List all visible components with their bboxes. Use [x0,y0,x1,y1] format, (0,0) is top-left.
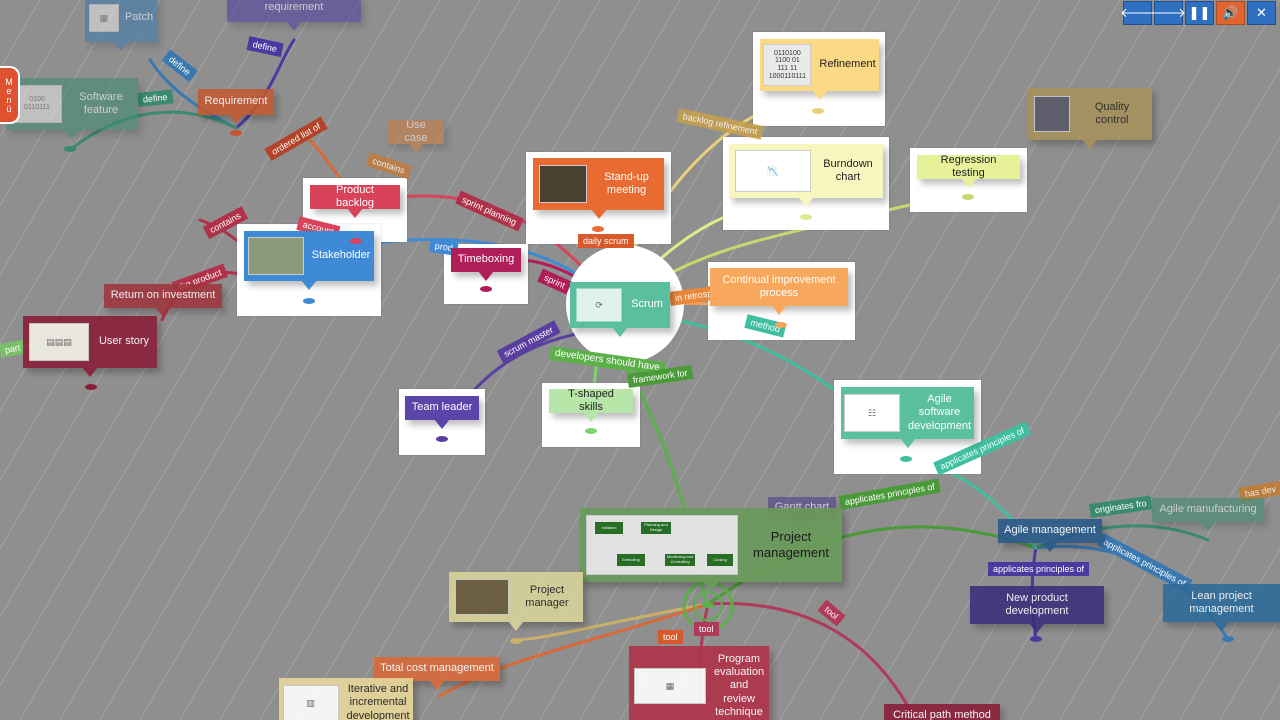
node-agile-manufacturing[interactable]: Agile manufacturing [1152,498,1264,531]
photo-icon [455,579,509,615]
edge-label: tool [658,630,683,644]
node-regression-testing[interactable]: Regression testing [917,154,1020,188]
floor-gridline [859,0,1280,720]
presentation-toolbar: 🡐 🡒 ❚❚ 🔊 ✕ [1120,1,1276,25]
process-diagram-thumbnail: Initiation Planning and Design Executing… [586,515,738,575]
binary-code-thumbnail: 0110100 1100 01 111 11 1000110111 [763,44,812,86]
table-thumbnail: ☷ [844,394,901,432]
anchor-pin [64,146,76,152]
diagram-box: Monitoring and Controlling [665,554,695,566]
node-team-leader[interactable]: Team leader [405,396,479,429]
edge-label: tool [694,622,719,636]
anchor-pin [702,602,714,608]
node-timeboxing[interactable]: Timeboxing [451,248,521,281]
anchor-pin [1030,636,1042,642]
binary-code-thumbnail: 0100 0110111 [12,85,62,123]
edge-label: applicates principles of [988,562,1090,576]
menu-label: Menü [4,77,14,113]
photo-icon [1034,96,1070,132]
node-return-on-investment[interactable]: Return on investment [104,284,222,317]
node-agile-management[interactable]: Agile management [998,519,1102,552]
close-icon: ✕ [1256,5,1267,20]
anchor-pin [800,214,812,220]
node-patch[interactable]: ▦ Patch [85,0,157,51]
arrow-left-icon: 🡐 [1120,5,1155,20]
floor-gridline [539,0,961,720]
node-continual-improvement[interactable]: Continual improvement process [710,268,848,315]
diagram-box: Initiation [595,522,623,534]
floor-gridline [579,0,1001,720]
floor-gridline [179,0,601,720]
scrum-diagram-thumbnail: ⟳ [576,288,622,322]
anchor-pin [350,238,362,244]
anchor-pin [775,322,787,328]
floor-gridline [1059,341,1280,720]
anchor-pin [962,194,974,200]
floor-gridline [819,0,1241,720]
edge-label: daily scrum [578,234,634,248]
node-iterative-development[interactable]: ▥ Iterative and incremental development [279,678,413,720]
node-scrum[interactable]: ⟳ Scrum [570,282,670,337]
anchor-pin [230,130,242,136]
floor-gridline [99,0,521,720]
node-use-case[interactable]: Use case [388,119,444,153]
diagram-box: Planning and Design [641,522,671,534]
node-requirement[interactable]: Requirement [198,89,274,124]
node-standup-meeting[interactable]: Stand-up meeting [533,158,664,219]
pause-button[interactable]: ❚❚ [1185,1,1214,25]
node-new-product-development[interactable]: New product development [970,586,1104,633]
story-board-thumbnail: ▤▤▤ [29,323,89,361]
node-lean-project-management[interactable]: Lean project management [1163,584,1280,631]
node-project-management[interactable]: Initiation Planning and Design Executing… [580,508,842,591]
arrow-right-icon: 🡒 [1151,5,1186,20]
node-burndown-chart[interactable]: 📉 Burndown chart [729,144,883,207]
anchor-pin [585,428,597,434]
anchor-pin [1222,636,1234,642]
node-product-backlog[interactable]: Product backlog [310,184,400,218]
anchor-pin [510,638,522,644]
diagram-box: Executing [617,554,645,566]
anchor-pin [812,108,824,114]
pause-icon: ❚❚ [1188,5,1211,20]
sound-button[interactable]: 🔊 [1216,1,1245,25]
floor-gridline [259,0,681,720]
floor-gridline [619,0,1041,720]
anchor-pin [900,456,912,462]
floor-gridline [139,0,561,720]
node-program-evaluation[interactable]: ▦ Program evaluation and review techniqu… [629,646,769,720]
photo-icon [539,165,587,203]
anchor-pin [592,226,604,232]
photo-icon [247,237,304,275]
node-quality-control[interactable]: Quality control [1028,88,1152,149]
photo-icon: ▦ [88,4,119,32]
node-software-feature[interactable]: 0100 0110111 Software feature [6,78,138,139]
node-stakeholder[interactable]: Stakeholder [244,231,374,290]
forward-button[interactable]: 🡒 [1151,1,1186,25]
anchor-pin [85,384,97,390]
menu-button[interactable]: Menü [0,66,20,124]
node-user-story[interactable]: ▤▤▤ User story [23,316,157,377]
floor-gridline [19,0,441,720]
anchor-pin [436,436,448,442]
back-button[interactable]: 🡐 [1120,1,1155,25]
node-agile-software-development[interactable]: ☷ Agile software development [841,387,974,448]
anchor-pin [303,298,315,304]
node-requirement-top[interactable]: requirement [227,0,361,31]
node-t-shaped-skills[interactable]: T-shaped skills [549,388,633,422]
node-refinement[interactable]: 0110100 1100 01 111 11 1000110111 Refine… [760,39,879,100]
speaker-icon: 🔊 [1222,5,1239,20]
node-project-manager[interactable]: Project manager [449,572,583,631]
diagram-box: Closing [707,554,733,566]
close-button[interactable]: ✕ [1247,1,1276,25]
node-total-cost-management[interactable]: Total cost management [374,657,500,690]
chart-thumbnail: ▥ [282,685,339,720]
floor-gridline [0,0,401,687]
floor-gridline [219,0,641,720]
chart-thumbnail: ▦ [633,668,706,704]
node-critical-path-method[interactable]: Critical path method [884,704,1000,720]
anchor-pin [480,286,492,292]
burndown-chart-thumbnail: 📉 [735,150,811,192]
